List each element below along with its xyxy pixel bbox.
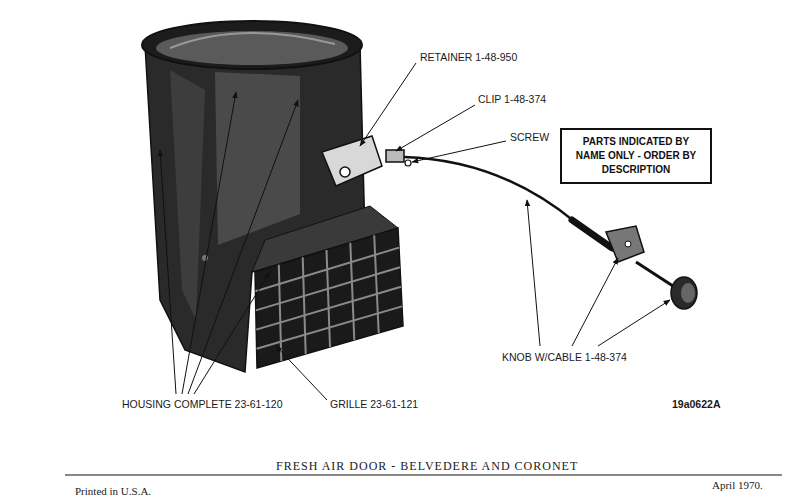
retainer-bracket [322,136,382,186]
housing-opening [156,31,348,65]
note-text: PARTS INDICATED BY NAME ONLY - ORDER BY … [568,135,704,177]
print-note: Printed in U.S.A. [75,485,151,497]
title: FRESH AIR DOOR - BELVEDERE AND CORONET [276,460,578,472]
clip [386,150,404,162]
bracket-hole [625,241,631,247]
knob [671,277,697,309]
part-label: HOUSING COMPLETE 23-61-120 [122,398,282,410]
part-label: RETAINER 1-48-950 [420,51,517,63]
part-label: GRILLE 23-61-121 [330,398,418,410]
grille-grid [255,235,402,361]
knob-bracket [606,226,644,262]
note-box: PARTS INDICATED BY NAME ONLY - ORDER BY … [560,128,712,184]
housing-shade [170,70,205,320]
rule [65,475,782,476]
rim-highlight [170,33,335,48]
date-note: April 1970. [712,479,763,491]
retainer-screw [340,167,350,177]
cable [404,157,575,222]
housing-inner [215,72,300,245]
figure-number: 19a0622A [672,398,720,410]
housing-rim [142,21,362,69]
screw [405,160,411,166]
part-label: SCREW [510,131,549,143]
leader-lines [160,63,670,400]
part-label: CLIP 1-48-374 [478,93,546,105]
knob-face [681,283,695,303]
part-label: KNOB W/CABLE 1-48-374 [502,351,627,363]
knob-rod [636,262,676,288]
